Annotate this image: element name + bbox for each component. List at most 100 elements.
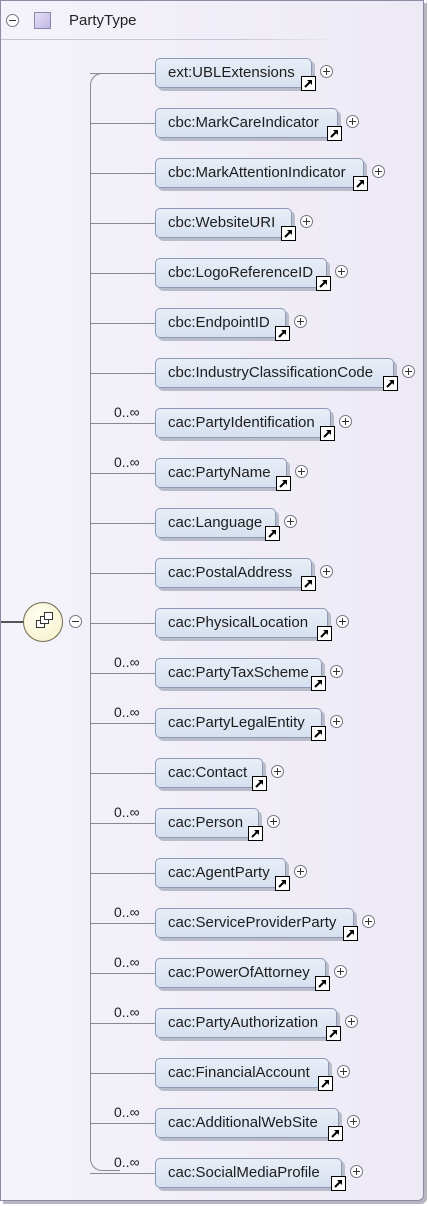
branch-line — [90, 73, 155, 74]
expand-icon[interactable] — [267, 815, 280, 828]
element-node[interactable]: cac:ServiceProviderParty — [155, 908, 354, 938]
element-node[interactable]: cac:Person — [155, 808, 259, 838]
reference-arrow-icon — [315, 976, 330, 991]
branch-line — [90, 773, 155, 774]
element-node[interactable]: cac:AdditionalWebSite — [155, 1108, 339, 1138]
cardinality-label: 0..∞ — [114, 904, 140, 920]
reference-arrow-icon — [353, 176, 368, 191]
element-node[interactable]: cac:SocialMediaProfile — [155, 1158, 342, 1188]
reference-arrow-icon — [331, 1176, 346, 1191]
element-node[interactable]: ext:UBLExtensions — [155, 58, 312, 88]
branch-line — [90, 823, 155, 824]
expand-icon[interactable] — [339, 415, 352, 428]
element-node[interactable]: cac:PartyLegalEntity — [155, 708, 322, 738]
element-node[interactable]: cac:Language — [155, 508, 276, 538]
branch-line — [90, 523, 155, 524]
element-label: cac:PartyName — [168, 464, 271, 481]
expand-icon[interactable] — [330, 715, 343, 728]
element-node[interactable]: cac:PartyName — [155, 458, 287, 488]
sequence-compositor-icon[interactable] — [23, 602, 63, 642]
expand-icon[interactable] — [300, 215, 313, 228]
element-node[interactable]: cbc:EndpointID — [155, 308, 286, 338]
element-label: cac:PostalAddress — [168, 564, 293, 581]
branch-line — [90, 623, 155, 624]
cardinality-label: 0..∞ — [114, 1004, 140, 1020]
element-node[interactable]: cac:FinancialAccount — [155, 1058, 329, 1088]
expand-icon[interactable] — [335, 265, 348, 278]
cardinality-label: 0..∞ — [114, 1104, 140, 1120]
expand-icon[interactable] — [347, 1115, 360, 1128]
element-label: cbc:MarkCareIndicator — [168, 114, 319, 131]
element-label: cac:PartyTaxScheme — [168, 664, 309, 681]
branch-line — [90, 573, 155, 574]
reference-arrow-icon — [326, 1026, 341, 1041]
element-node[interactable]: cac:PhysicalLocation — [155, 608, 328, 638]
branch-line — [90, 873, 155, 874]
branch-line — [90, 473, 155, 474]
element-node[interactable]: cac:PartyAuthorization — [155, 1008, 337, 1038]
element-label: cbc:IndustryClassificationCode — [168, 364, 374, 381]
expand-icon[interactable] — [345, 1015, 358, 1028]
element-node[interactable]: cac:PowerOfAttorney — [155, 958, 326, 988]
element-node[interactable]: cbc:MarkCareIndicator — [155, 108, 338, 138]
reference-arrow-icon — [327, 126, 342, 141]
element-label: cac:Language — [168, 514, 263, 531]
cardinality-label: 0..∞ — [114, 454, 140, 470]
reference-arrow-icon — [311, 676, 326, 691]
expand-icon[interactable] — [294, 865, 307, 878]
branch-line — [90, 423, 155, 424]
complex-type-icon — [34, 12, 51, 29]
expand-icon[interactable] — [271, 765, 284, 778]
expand-icon[interactable] — [402, 365, 415, 378]
sequence-collapse-icon[interactable] — [69, 615, 82, 628]
reference-arrow-icon — [301, 576, 316, 591]
expand-icon[interactable] — [284, 515, 297, 528]
element-node[interactable]: cac:AgentParty — [155, 858, 286, 888]
reference-arrow-icon — [311, 726, 326, 741]
element-node[interactable]: cbc:WebsiteURI — [155, 208, 292, 238]
expand-icon[interactable] — [295, 465, 308, 478]
expand-icon[interactable] — [372, 165, 385, 178]
cardinality-label: 0..∞ — [114, 1154, 140, 1170]
expand-icon[interactable] — [337, 1065, 350, 1078]
expand-icon[interactable] — [320, 565, 333, 578]
reference-arrow-icon — [383, 376, 398, 391]
element-label: cac:PartyLegalEntity — [168, 714, 305, 731]
branch-line — [90, 123, 155, 124]
collapse-icon[interactable] — [6, 14, 19, 27]
element-node[interactable]: cbc:LogoReferenceID — [155, 258, 327, 288]
expand-icon[interactable] — [346, 115, 359, 128]
element-node[interactable]: cac:Contact — [155, 758, 263, 788]
expand-icon[interactable] — [294, 315, 307, 328]
cardinality-label: 0..∞ — [114, 404, 140, 420]
reference-arrow-icon — [248, 826, 263, 841]
element-label: cac:PowerOfAttorney — [168, 964, 310, 981]
cardinality-label: 0..∞ — [114, 704, 140, 720]
incoming-connector — [1, 621, 23, 623]
branch-line — [90, 923, 155, 924]
element-node[interactable]: cac:PartyTaxScheme — [155, 658, 322, 688]
element-label: cac:AdditionalWebSite — [168, 1114, 318, 1131]
expand-icon[interactable] — [320, 65, 333, 78]
expand-icon[interactable] — [350, 1165, 363, 1178]
expand-icon[interactable] — [334, 965, 347, 978]
header-divider — [1, 39, 341, 40]
element-label: ext:UBLExtensions — [168, 64, 295, 81]
element-label: cac:PartyAuthorization — [168, 1014, 319, 1031]
branch-line — [90, 723, 155, 724]
expand-icon[interactable] — [330, 665, 343, 678]
branch-line — [90, 273, 155, 274]
cardinality-label: 0..∞ — [114, 954, 140, 970]
expand-icon[interactable] — [362, 915, 375, 928]
expand-icon[interactable] — [336, 615, 349, 628]
branch-line — [90, 1073, 155, 1074]
branch-line — [90, 1023, 155, 1024]
type-name: PartyType — [69, 12, 137, 29]
element-node[interactable]: cbc:IndustryClassificationCode — [155, 358, 394, 388]
element-node[interactable]: cac:PostalAddress — [155, 558, 312, 588]
element-node[interactable]: cac:PartyIdentification — [155, 408, 331, 438]
element-node[interactable]: cbc:MarkAttentionIndicator — [155, 158, 364, 188]
reference-arrow-icon — [317, 626, 332, 641]
branch-line — [90, 373, 155, 374]
